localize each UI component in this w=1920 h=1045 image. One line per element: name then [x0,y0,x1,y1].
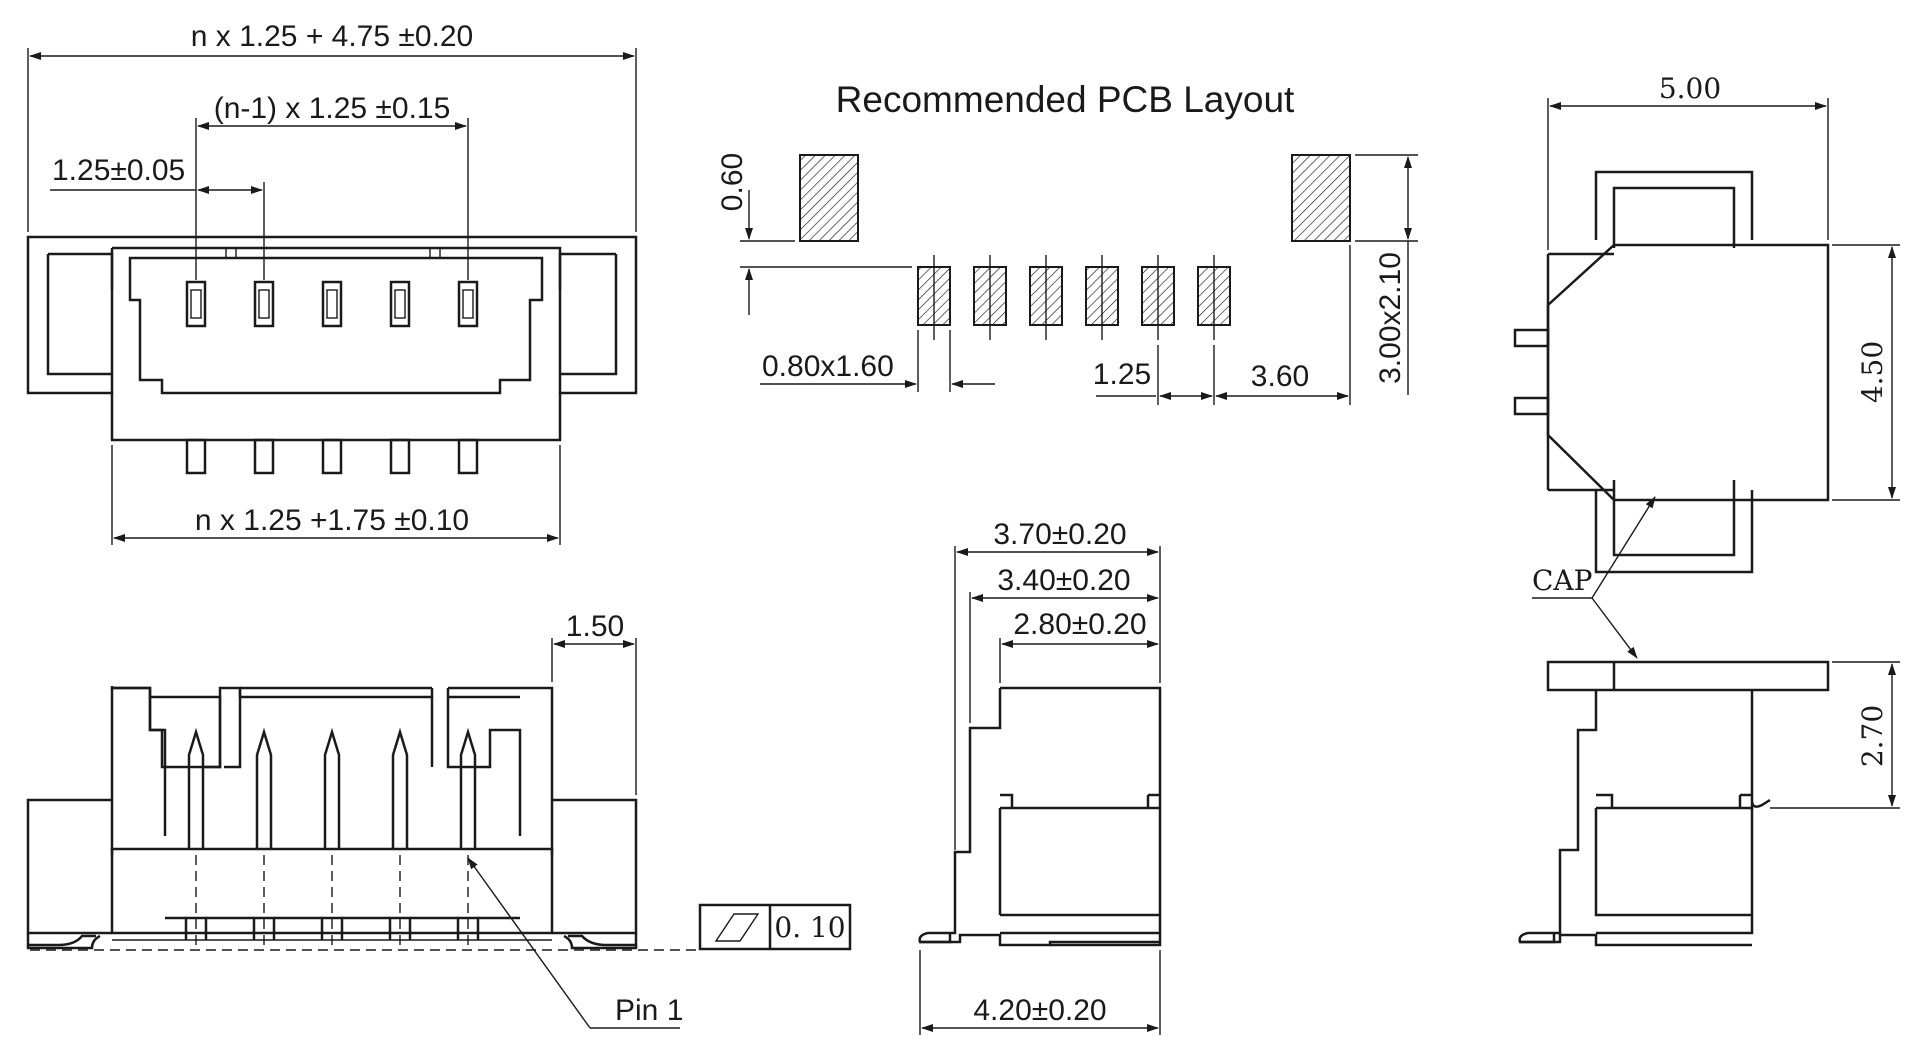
signal-pads [917,266,1231,326]
pcb-layout: Recommended PCB Layout 0.60 0.80x1.60 [716,79,1418,405]
dim-right-depth: 4.50 [1856,341,1889,403]
dim-top-body: n x 1.25 +1.75 ±0.10 [195,504,469,537]
dim-side-a: 3.70±0.20 [993,518,1126,551]
mount-pad-right [1291,154,1351,242]
dim-side-c: 2.80±0.20 [1013,608,1146,641]
top-contacts [185,280,479,328]
dim-pcb-mount-pad: 3.00x2.10 [1374,252,1407,384]
cap-label: CAP [1532,564,1592,597]
right-top-view: 5.00 4.50 CAP [1513,72,1900,659]
dim-pcb-offset: 3.60 [1251,360,1309,393]
dim-side-bottom: 4.20±0.20 [973,994,1106,1027]
pin1-label: Pin 1 [615,994,683,1027]
pcb-layout-title: Recommended PCB Layout [836,79,1295,120]
flatness-value: 0. 10 [774,911,845,944]
dim-front-flange: 1.50 [566,610,624,643]
dim-side-b: 3.40±0.20 [997,564,1130,597]
top-view: n x 1.25 + 4.75 ±0.20 (n-1) x 1.25 ±0.15… [26,20,638,545]
dim-pcb-pitch: 1.25 [1093,358,1151,391]
dim-pcb-pad-size: 0.80x1.60 [762,350,894,383]
dim-pcb-pad-height: 0.60 [716,153,749,211]
dim-top-pitch: 1.25±0.05 [52,154,185,187]
mount-pad-left [799,154,859,242]
dim-right-height: 2.70 [1856,705,1889,767]
front-pins [187,727,477,849]
side-view: 3.70±0.20 3.40±0.20 2.80±0.20 4.20±0.20 [918,518,1162,1035]
dim-top-pitch-span: (n-1) x 1.25 ±0.15 [214,92,451,125]
dim-right-width: 5.00 [1659,72,1721,105]
top-tails [185,438,479,475]
right-side-view: 2.70 [1518,660,1900,947]
front-tails [165,855,520,945]
flatness-callout: 0. 10 [698,903,852,951]
dim-top-overall: n x 1.25 + 4.75 ±0.20 [191,20,474,53]
front-view: 0. 10 1.50 Pin 1 [26,610,852,1029]
